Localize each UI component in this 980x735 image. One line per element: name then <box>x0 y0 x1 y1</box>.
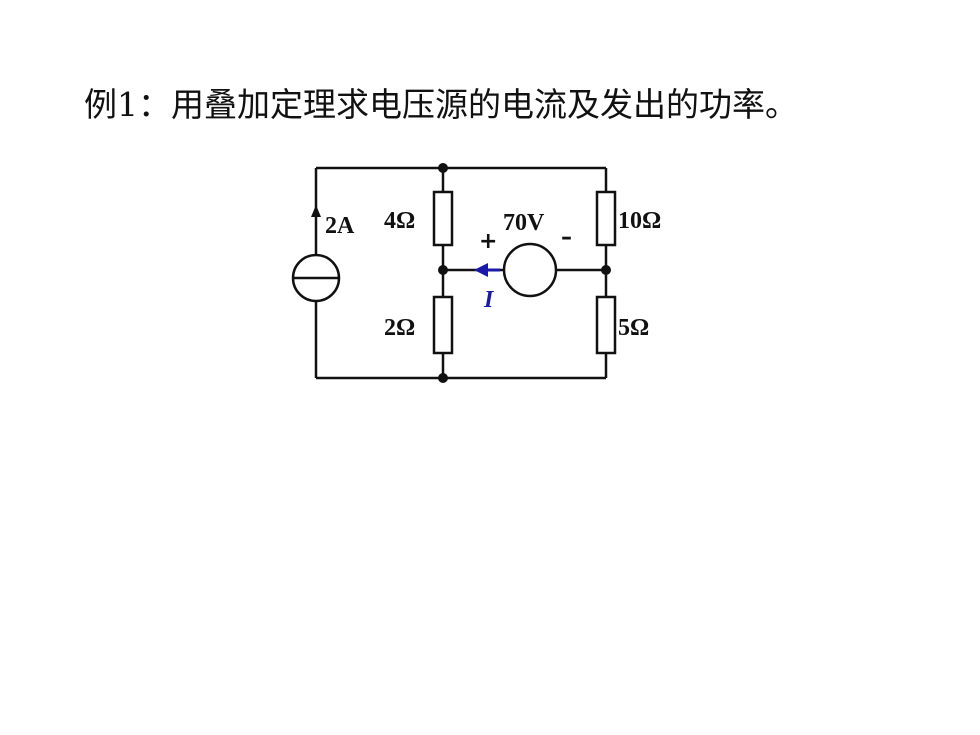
junction-dot-bottom <box>438 373 448 383</box>
label-r-top-right: 10Ω <box>618 208 661 234</box>
label-minus: – <box>561 225 572 250</box>
label-r-top-left: 4Ω <box>384 208 415 234</box>
junction-dot-mid-left <box>438 265 448 275</box>
problem-title: 例1：用叠加定理求电压源的电流及发出的功率。 <box>84 85 798 124</box>
junction-dot-top <box>438 163 448 173</box>
current-direction-arrow <box>311 205 321 217</box>
label-current-i: I <box>483 287 495 313</box>
label-plus: + <box>479 229 497 254</box>
junction-dot-mid-right <box>601 265 611 275</box>
resistor-10ohm <box>595 190 617 247</box>
current-i-arrow-head <box>474 263 488 277</box>
resistor-5ohm <box>595 295 617 355</box>
label-voltage-source: 70V <box>503 210 545 236</box>
label-r-bottom-right: 5Ω <box>618 315 649 341</box>
resistor-4ohm <box>432 190 454 247</box>
resistor-2ohm <box>432 295 454 355</box>
label-current-source: 2A <box>325 213 355 239</box>
voltage-source-symbol <box>502 242 558 298</box>
label-r-bottom-left: 2Ω <box>384 315 415 341</box>
